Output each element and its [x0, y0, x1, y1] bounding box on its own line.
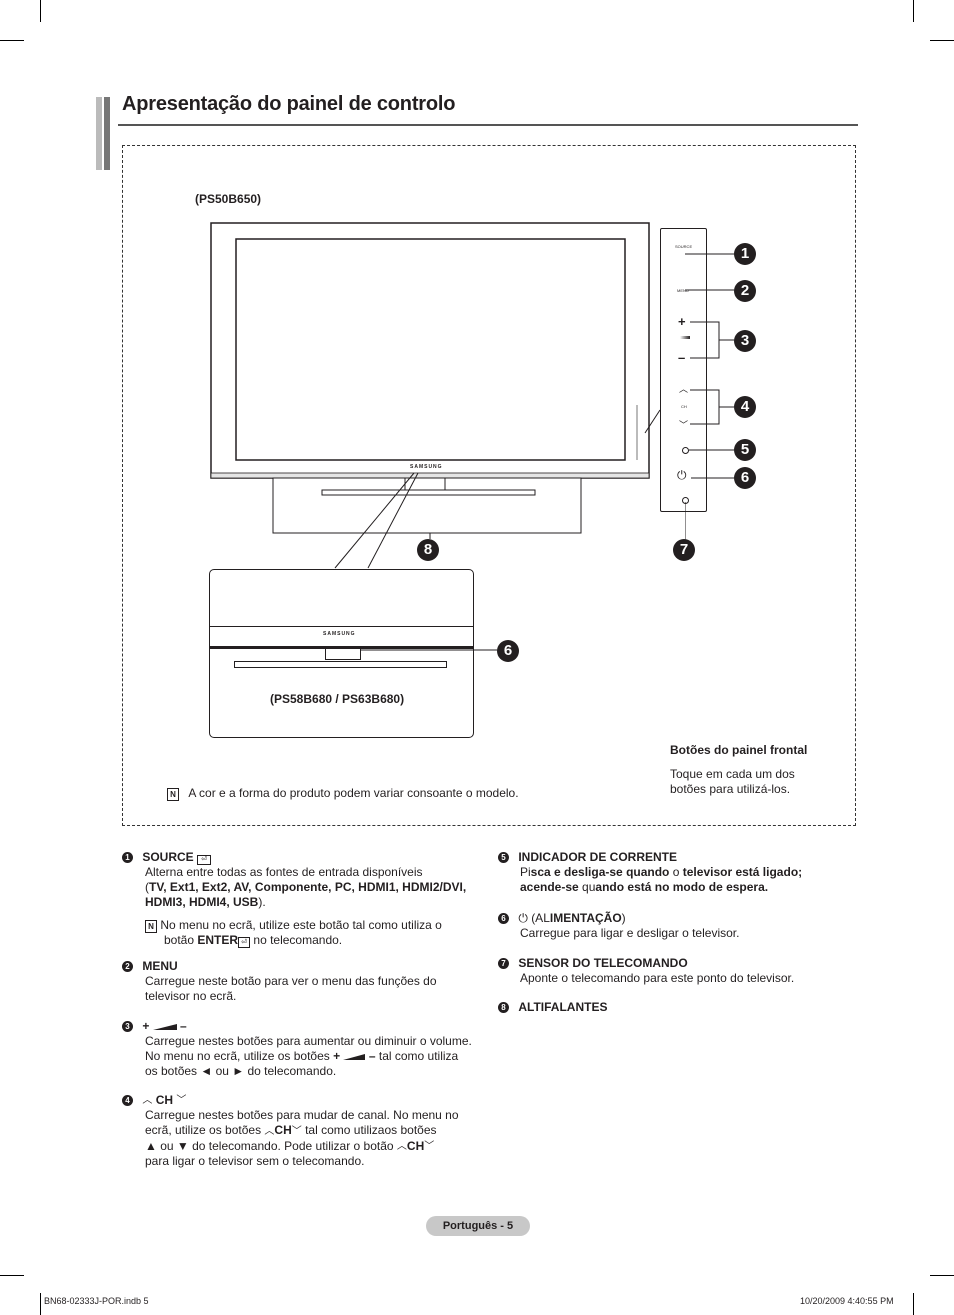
callout-8: 8 [417, 539, 439, 561]
item-speakers: 8 ALTIFALANTES [498, 1000, 858, 1015]
item-power: 6 ⏻ (ALIMENTAÇÃO) Carregue para ligar e … [498, 911, 858, 941]
side-control-panel [660, 228, 707, 512]
page-title: Apresentação do painel de controlo [122, 93, 456, 115]
zoom-leader [360, 649, 497, 651]
crop-mark [0, 1275, 24, 1276]
chevron-up-icon: ︿ [396, 1140, 407, 1152]
model-label-top: (PS50B650) [195, 192, 262, 206]
panel-leader-lines [685, 253, 734, 540]
model-label-bottom: (PS58B680 / PS63B680) [270, 692, 405, 706]
zoom-bezel-line [210, 626, 473, 627]
crop-mark [40, 0, 41, 22]
panel-source-label[interactable]: SOURCE [675, 244, 693, 249]
file-slug: BN68-02333J-POR.indb 5 [44, 1296, 149, 1306]
crop-mark [930, 1275, 954, 1276]
volume-icon [343, 1053, 366, 1060]
item-power-indicator: 5 INDICADOR DE CORRENTE Pisca e desliga-… [498, 850, 858, 895]
item-remote-sensor: 7 SENSOR DO TELECOMANDO Aponte o telecom… [498, 956, 858, 986]
brand-logo: SAMSUNG [410, 464, 443, 470]
crop-mark [913, 0, 914, 22]
callout-1: 1 [734, 243, 756, 265]
enter-icon: ⏎ [238, 937, 251, 948]
zoom-power-tab [325, 648, 361, 660]
channel-down-button[interactable]: ﹀ [679, 420, 689, 430]
chevron-down-icon: ﹀ [176, 1095, 187, 1107]
volume-down-button[interactable]: – [678, 350, 686, 365]
side-description: Toque em cada um dos botões para utilizá… [670, 767, 795, 796]
zoom-bezel-bottom [210, 646, 473, 649]
power-button-icon[interactable]: ⏻ [677, 468, 687, 482]
item-menu: 2 MENU Carregue neste botão para ver o m… [122, 959, 482, 1004]
crop-mark [0, 40, 24, 41]
header-bar-light [96, 97, 102, 170]
volume-icon [152, 1023, 177, 1030]
zoom-brand-logo: SAMSUNG [323, 631, 356, 637]
source-icon: ⏎ [197, 855, 212, 865]
power-indicator-icon [682, 447, 689, 454]
figure-note: N A cor e a forma do produto podem varia… [167, 786, 519, 801]
panel-menu-label[interactable]: MENU [677, 288, 689, 293]
note-icon: N [167, 788, 179, 801]
crop-mark [40, 1293, 41, 1315]
item-source: 1 SOURCE ⏎ Alterna entre todas as fontes… [122, 850, 482, 948]
chevron-down-icon: ﹀ [424, 1140, 435, 1152]
item-volume: 3 + – Carregue nestes botões para aument… [122, 1019, 502, 1079]
side-title: Botões do painel frontal [670, 743, 808, 757]
crop-mark [913, 1293, 914, 1315]
print-stamp: 10/20/2009 4:40:55 PM [800, 1296, 894, 1306]
title-rule [118, 124, 858, 126]
chevron-up-icon: ︿ [264, 1125, 275, 1137]
channel-up-button[interactable]: ︿ [679, 384, 689, 394]
page-number: Português - 5 [426, 1216, 530, 1236]
header-bar-dark [104, 97, 110, 170]
callout-6-zoom: 6 [497, 640, 519, 662]
item-channel: 4 ︿ CH ﹀ Carregue nestes botões para mud… [122, 1093, 502, 1169]
note-icon: N [145, 920, 157, 933]
power-icon: ⏻ [518, 911, 528, 925]
callout-7: 7 [673, 539, 695, 561]
callout-3: 3 [734, 330, 756, 352]
volume-icon [680, 336, 690, 339]
zoom-detail-box [209, 569, 474, 738]
callout-2: 2 [734, 280, 756, 302]
chevron-down-icon: ﹀ [291, 1125, 302, 1137]
crop-mark [930, 40, 954, 41]
volume-up-button[interactable]: + [678, 314, 686, 329]
figure-box [122, 145, 856, 826]
chevron-up-icon: ︿ [142, 1095, 153, 1107]
callout-5: 5 [734, 439, 756, 461]
callout-6: 6 [734, 467, 756, 489]
tv-illustration [210, 222, 661, 569]
zoom-stand-bar [234, 661, 447, 668]
callout-4: 4 [734, 396, 756, 418]
panel-ch-label: CH [681, 404, 687, 409]
